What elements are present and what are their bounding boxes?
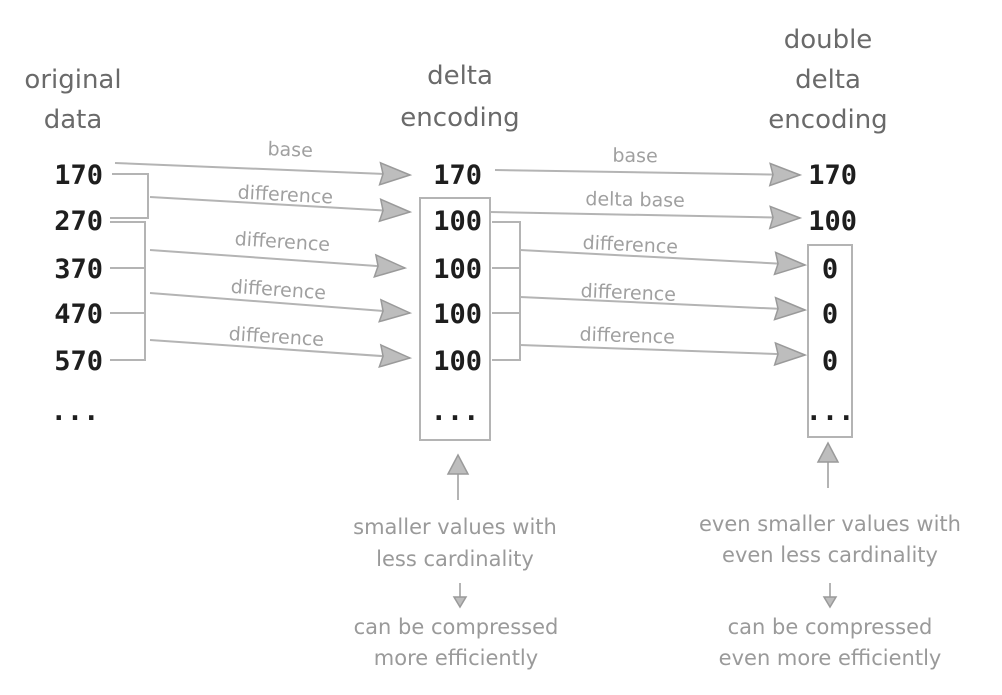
value-cell: 100 (433, 254, 482, 285)
arrow-label: difference (237, 182, 333, 209)
arrowhead-icon (378, 198, 413, 223)
title-line: data (44, 105, 103, 135)
arrow-line (519, 249, 806, 266)
delta-note: smaller values with less cardinality can… (353, 453, 559, 670)
arrow-line (149, 339, 411, 359)
arrowhead-icon (773, 296, 808, 321)
up-arrow-icon (446, 453, 470, 475)
arrow-label: difference (582, 232, 678, 258)
title-line: encoding (400, 103, 519, 133)
value-cell: 370 (54, 254, 103, 285)
arrow: difference (149, 276, 413, 323)
note-line: even less cardinality (722, 543, 938, 567)
original-brackets (110, 173, 149, 361)
arrow-line (519, 296, 806, 311)
value-cell: 170 (433, 160, 482, 191)
note-line: can be compressed (354, 615, 559, 639)
arrow: base (494, 145, 803, 187)
value-cell: 470 (54, 299, 103, 330)
title-line: original (24, 65, 121, 95)
down-arrow-icon (822, 596, 838, 609)
note-line: even more efficiently (719, 646, 942, 670)
value-cell: 0 (822, 346, 838, 377)
value-cell: 100 (433, 299, 482, 330)
note-line: smaller values with (353, 515, 557, 539)
arrow-label: delta base (585, 188, 685, 212)
delta-encoding-title: delta encoding (400, 61, 519, 133)
bracket (110, 173, 149, 219)
value-cell: 570 (54, 346, 103, 377)
arrow-line (519, 344, 806, 356)
value-cell: 0 (822, 299, 838, 330)
arrow: difference (149, 182, 413, 223)
value-cell: 170 (808, 160, 857, 191)
value-cell: 0 (822, 254, 838, 285)
arrow-line (114, 162, 411, 176)
double-delta-note: even smaller values with even less cardi… (699, 441, 961, 670)
arrowhead-icon (768, 205, 803, 230)
delta-brackets (492, 221, 521, 361)
value-cell: 100 (433, 206, 482, 237)
value-cell: 270 (54, 206, 103, 237)
arrow-label: base (612, 145, 658, 168)
arrow-label: difference (580, 280, 676, 306)
arrow-line (149, 249, 406, 269)
up-arrow-icon (816, 441, 840, 463)
title-line: delta (427, 61, 493, 91)
arrowhead-icon (378, 343, 413, 369)
arrow: delta base (489, 188, 803, 230)
arrowhead-icon (378, 161, 413, 186)
note-line: even smaller values with (699, 512, 961, 536)
arrow: difference (519, 324, 808, 367)
down-arrow-icon (452, 596, 468, 609)
arrowhead-icon (773, 251, 808, 276)
note-line: more efficiently (374, 646, 538, 670)
arrow: base (114, 138, 413, 186)
title-line: delta (795, 65, 861, 95)
bracket (492, 221, 521, 361)
arrowhead-icon (773, 341, 808, 367)
arrow: difference (519, 280, 808, 321)
arrowhead-icon (373, 253, 408, 278)
arrow-line (489, 211, 801, 219)
value-cell: ... (431, 396, 480, 427)
title-line: double (784, 25, 873, 55)
value-cell: 100 (433, 346, 482, 377)
delta-values-box (419, 197, 491, 441)
bracket (110, 221, 146, 361)
double-delta-values-box (807, 244, 853, 438)
note-line: less cardinality (376, 547, 534, 571)
arrow-label: difference (234, 228, 331, 256)
arrowhead-icon (378, 298, 413, 323)
note-line: can be compressed (728, 615, 933, 639)
arrow: difference (149, 228, 408, 278)
arrow-line (149, 292, 411, 314)
arrow-label: difference (579, 324, 675, 349)
arrow-line (149, 196, 411, 213)
arrow-label: base (267, 138, 313, 162)
double-delta-encoding-title: double delta encoding (768, 25, 887, 135)
value-cell: 170 (54, 160, 103, 191)
arrow-line (494, 169, 801, 176)
arrow: difference (519, 232, 808, 276)
value-cell: ... (51, 396, 100, 427)
value-cell: ... (806, 396, 855, 427)
title-line: encoding (768, 105, 887, 135)
arrowhead-icon (768, 162, 803, 187)
arrow: difference (149, 323, 413, 369)
value-cell: 100 (808, 206, 857, 237)
original-data-title: original data (24, 65, 121, 135)
